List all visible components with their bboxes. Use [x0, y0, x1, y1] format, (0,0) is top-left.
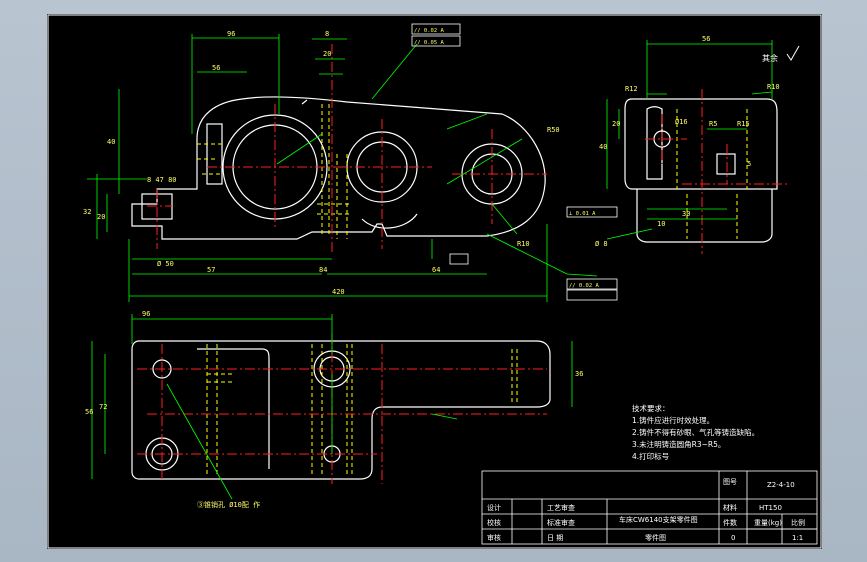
plan-rib-left: [197, 348, 270, 469]
technical-notes: 技术要求： 1.铸件应进行时效处理。 2.铸件不得有砂眼、气孔等铸造缺陷。 3.…: [632, 403, 759, 461]
tol-text-3: ⊥ 0.01 A: [569, 211, 596, 217]
sheet-border: [47, 14, 822, 549]
dim-front-total: 420: [332, 288, 345, 296]
tol-box-1: [411, 23, 461, 35]
dim-front-96: 96: [227, 30, 235, 38]
note-3: 3.未注明铸造圆角R3~R5。: [632, 439, 725, 449]
front-left-web: [206, 123, 223, 185]
tb-count-label: 件数: [723, 518, 737, 527]
note-2: 2.铸件不得有砂眼、气孔等铸造缺陷。: [632, 427, 759, 437]
dim-front-phi: Ø 50: [157, 260, 174, 268]
dim-front-56: 56: [212, 64, 220, 72]
tol-box-3: [566, 206, 618, 218]
tb-scale: 1:1: [792, 534, 803, 542]
side-upper-outline: [624, 98, 778, 190]
dim-side-40: 40: [599, 143, 607, 151]
dim-side-30: 30: [682, 210, 690, 218]
front-inner-stub: [301, 99, 308, 105]
front-hidden-lines: [197, 104, 352, 239]
plan-pin-note: ③锥销孔 Ø10配 作: [197, 500, 260, 509]
dim-side-phi16: Ø16: [675, 118, 688, 126]
dim-side-r15: R15: [737, 120, 750, 128]
front-tolerance-frames: [411, 23, 618, 301]
plan-hidden-lines: [206, 344, 518, 476]
dim-side-10: 10: [657, 220, 665, 228]
plan-center-lines: [137, 334, 547, 484]
roughness-symbol: 其余: [762, 45, 800, 63]
tb-process: 工艺审查: [547, 503, 575, 512]
tb-material: HT150: [759, 504, 782, 512]
tb-reviewer: 审核: [487, 533, 501, 542]
dim-front-r50: R50: [547, 126, 560, 134]
dim-side-r10: R10: [767, 83, 780, 91]
dim-side-r5: R5: [709, 120, 717, 128]
tb-scale-label: 比例: [791, 518, 805, 527]
front-inner-arc-1: [361, 213, 418, 229]
side-view: [624, 98, 778, 243]
tol-text-4: // 0.02 A: [569, 283, 599, 289]
title-block-texts: 图号 Z2-4-10 车床CW6140支架零件图 材料 HT150 件数 重量(…: [487, 478, 805, 542]
tol-text-2: // 0.05 A: [414, 40, 444, 46]
front-center-lines: [147, 44, 547, 254]
plan-dim-texts: 96 56 72 36 ③锥销孔 Ø10配 作: [85, 310, 583, 509]
cad-drawing-canvas: 96 56 8 20 40 32 20 8 47 80 R50 R10 Ø 50…: [47, 14, 822, 549]
tb-part-no: Z2-4-10: [767, 481, 795, 489]
title-block: [481, 470, 818, 545]
dim-front-57: 57: [207, 266, 215, 274]
dim-front-20: 20: [323, 50, 331, 58]
dim-front-r10: R10: [517, 240, 530, 248]
dim-plan-56: 56: [85, 408, 93, 416]
dim-side-20: 20: [612, 120, 620, 128]
dim-front-8: 8: [325, 30, 329, 38]
dim-plan-36: 36: [575, 370, 583, 378]
side-left-slot: [646, 106, 663, 180]
dim-front-64: 64: [432, 266, 440, 274]
side-center-lines: [645, 89, 787, 254]
side-hidden-lines: [676, 109, 748, 239]
side-lower-outline: [636, 189, 773, 243]
tb-drawing-kind: 零件图: [645, 533, 666, 542]
tb-checker: 校核: [487, 518, 501, 527]
drawing-sheet: 96 56 8 20 40 32 20 8 47 80 R50 R10 Ø 50…: [47, 14, 822, 549]
notes-title: 技术要求：: [632, 403, 670, 413]
tb-standard: 标准审查: [547, 518, 575, 527]
side-notch: [716, 153, 736, 175]
front-view: [131, 96, 546, 240]
dim-front-40: 40: [107, 138, 115, 146]
tol-box-2: [411, 35, 461, 47]
tb-part-no-label: 图号: [723, 478, 737, 486]
roughness-label: 其余: [762, 53, 778, 63]
dim-side-r12: R12: [625, 85, 638, 93]
tb-date: 日 期: [547, 534, 563, 542]
tb-designer: 设计: [487, 503, 501, 512]
tb-count: 0: [731, 534, 735, 542]
plan-hole-1: [152, 359, 172, 379]
note-4: 4.打印标号: [632, 451, 669, 461]
tol-box-4: [566, 278, 618, 290]
dim-front-small: 8 47 80: [147, 176, 177, 184]
dim-plan-72: 72: [99, 403, 107, 411]
front-dim-texts: 96 56 8 20 40 32 20 8 47 80 R50 R10 Ø 50…: [83, 30, 560, 296]
dim-front-84: 84: [319, 266, 327, 274]
plan-view: [131, 340, 551, 480]
dim-front-20b: 20: [97, 213, 105, 221]
tb-part-name: 车床CW6140支架零件图: [619, 515, 698, 524]
dim-side-5: 5: [747, 160, 751, 168]
note-1: 1.铸件应进行时效处理。: [632, 415, 714, 425]
dim-side-56: 56: [702, 35, 710, 43]
side-dim-texts: 56 R12 R10 R5 R15 Ø16 Ø 8 40 20 30 10 5: [595, 35, 780, 248]
front-body-outline: [131, 96, 546, 240]
tb-weight-label: 重量(kg): [754, 519, 782, 527]
dim-front-32: 32: [83, 208, 91, 216]
tb-material-label: 材料: [723, 503, 737, 512]
dim-side-phi8: Ø 8: [595, 240, 608, 248]
side-dimension-lines: [606, 40, 773, 240]
front-tol-texts: // 0.02 A // 0.05 A ⊥ 0.01 A // 0.02 A: [414, 28, 599, 289]
tol-text-1: // 0.02 A: [414, 28, 444, 34]
front-dimension-lines: [87, 34, 598, 302]
plan-dimension-lines: [91, 314, 573, 500]
dim-plan-96: 96: [142, 310, 150, 318]
